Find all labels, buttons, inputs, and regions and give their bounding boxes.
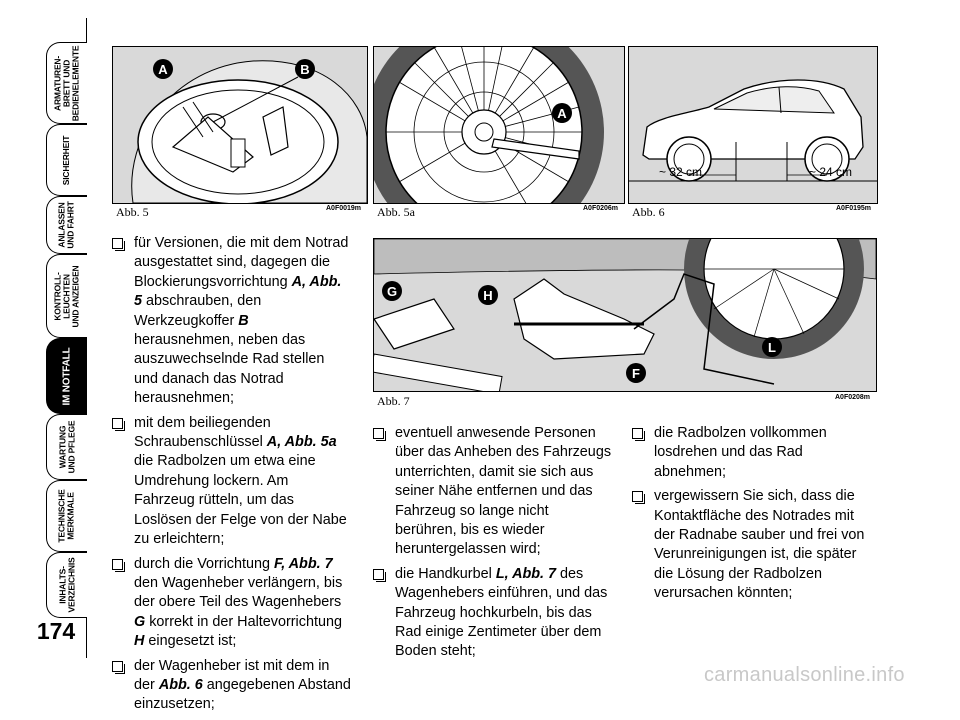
tab-kontrollleuchten[interactable]: KONTROLL- LEUCHTEN UND ANZEIGEN: [46, 254, 87, 338]
tab-anlassen[interactable]: ANLASSEN UND FAHRT: [46, 196, 87, 254]
figure-caption-abb5a: Abb. 5a: [377, 205, 415, 219]
figure-label-l: L: [762, 337, 782, 357]
instruction-item: durch die Vorrichtung F, Abb. 7 den Wage…: [112, 555, 352, 652]
checkbox-bullet-icon: [112, 660, 125, 674]
figure-label-a: A: [552, 103, 572, 123]
distance-front-label: ~ 32 cm: [659, 165, 703, 179]
spare-wheel-illustration: [131, 60, 367, 203]
text-column-left: für Versionen, die mit dem Notrad ausges…: [112, 234, 352, 720]
checkbox-bullet-icon: [112, 558, 125, 572]
tab-im-notfall[interactable]: IM NOTFALL: [46, 338, 87, 414]
figure-code-abb7: A0F0208m: [835, 394, 871, 401]
car-side-illustration: [629, 79, 877, 182]
distance-rear-label: ~ 24 cm: [809, 165, 853, 179]
figure-abb5-spare-wheel-well: A B: [112, 46, 368, 204]
figure-caption-abb7: Abb. 7: [377, 394, 410, 408]
figure-abb6-jack-points: ~ 32 cm ~ 24 cm: [628, 46, 878, 204]
instruction-item: mit dem beiliegenden Schraubenschlüssel …: [112, 414, 352, 550]
figure-label-f: F: [626, 363, 646, 383]
tab-wartung[interactable]: WARTUNG UND PFLEGE: [46, 414, 87, 480]
instruction-item: die Handkurbel L, Abb. 7 des Wagenhebers…: [373, 565, 613, 662]
figure-code-abb6: A0F0195m: [836, 205, 872, 212]
instruction-item: vergewissern Sie sich, dass die Kontaktf…: [632, 487, 876, 603]
tab-inhaltsverzeichnis[interactable]: INHALTS- VERZEICHNIS: [46, 552, 87, 618]
figure-abb7-car-jack: G H F L: [373, 238, 877, 392]
tab-armaturenbrett[interactable]: ARMATUREN- BRETT UND BEDIENELEMENTE: [46, 42, 87, 124]
instruction-item: eventuell anwesende Personen über das An…: [373, 424, 613, 560]
instruction-item: die Radbolzen vollkommen losdrehen und d…: [632, 424, 876, 482]
instruction-item: für Versionen, die mit dem Notrad ausges…: [112, 234, 352, 409]
figure-label-h: H: [478, 285, 498, 305]
checkbox-bullet-icon: [373, 428, 386, 441]
tab-sicherheit[interactable]: SICHERHEIT: [46, 124, 87, 196]
wheel-wrench-illustration: [374, 47, 604, 203]
figure-label-g: G: [382, 281, 402, 301]
text-column-right: die Radbolzen vollkommen losdrehen und d…: [632, 424, 876, 609]
tab-technische-merkmale[interactable]: TECHNISCHE MERKMALE: [46, 480, 87, 552]
checkbox-bullet-icon: [632, 491, 645, 505]
instruction-item: der Wagenheber ist mit dem in der Abb. 6…: [112, 657, 352, 715]
figure-code-abb5: A0F0019m: [326, 205, 362, 212]
text-column-middle: eventuell anwesende Personen über das An…: [373, 424, 613, 667]
figure-caption-abb5: Abb. 5: [116, 205, 149, 219]
watermark: carmanualsonline.info: [704, 664, 905, 686]
figure-abb5a-wheel-wrench: A: [373, 46, 625, 204]
checkbox-bullet-icon: [112, 238, 125, 251]
figure-label-a: A: [153, 59, 173, 79]
figure-code-abb5a: A0F0206m: [583, 205, 619, 212]
page-number: 174: [36, 618, 76, 644]
car-jack-illustration: [374, 239, 876, 391]
figure-caption-abb6: Abb. 6: [632, 205, 665, 219]
figure-label-b: B: [295, 59, 315, 79]
checkbox-bullet-icon: [632, 428, 645, 441]
chapter-sidebar: ARMATUREN- BRETT UND BEDIENELEMENTE SICH…: [0, 0, 100, 692]
checkbox-bullet-icon: [373, 568, 386, 582]
checkbox-bullet-icon: [112, 417, 125, 431]
